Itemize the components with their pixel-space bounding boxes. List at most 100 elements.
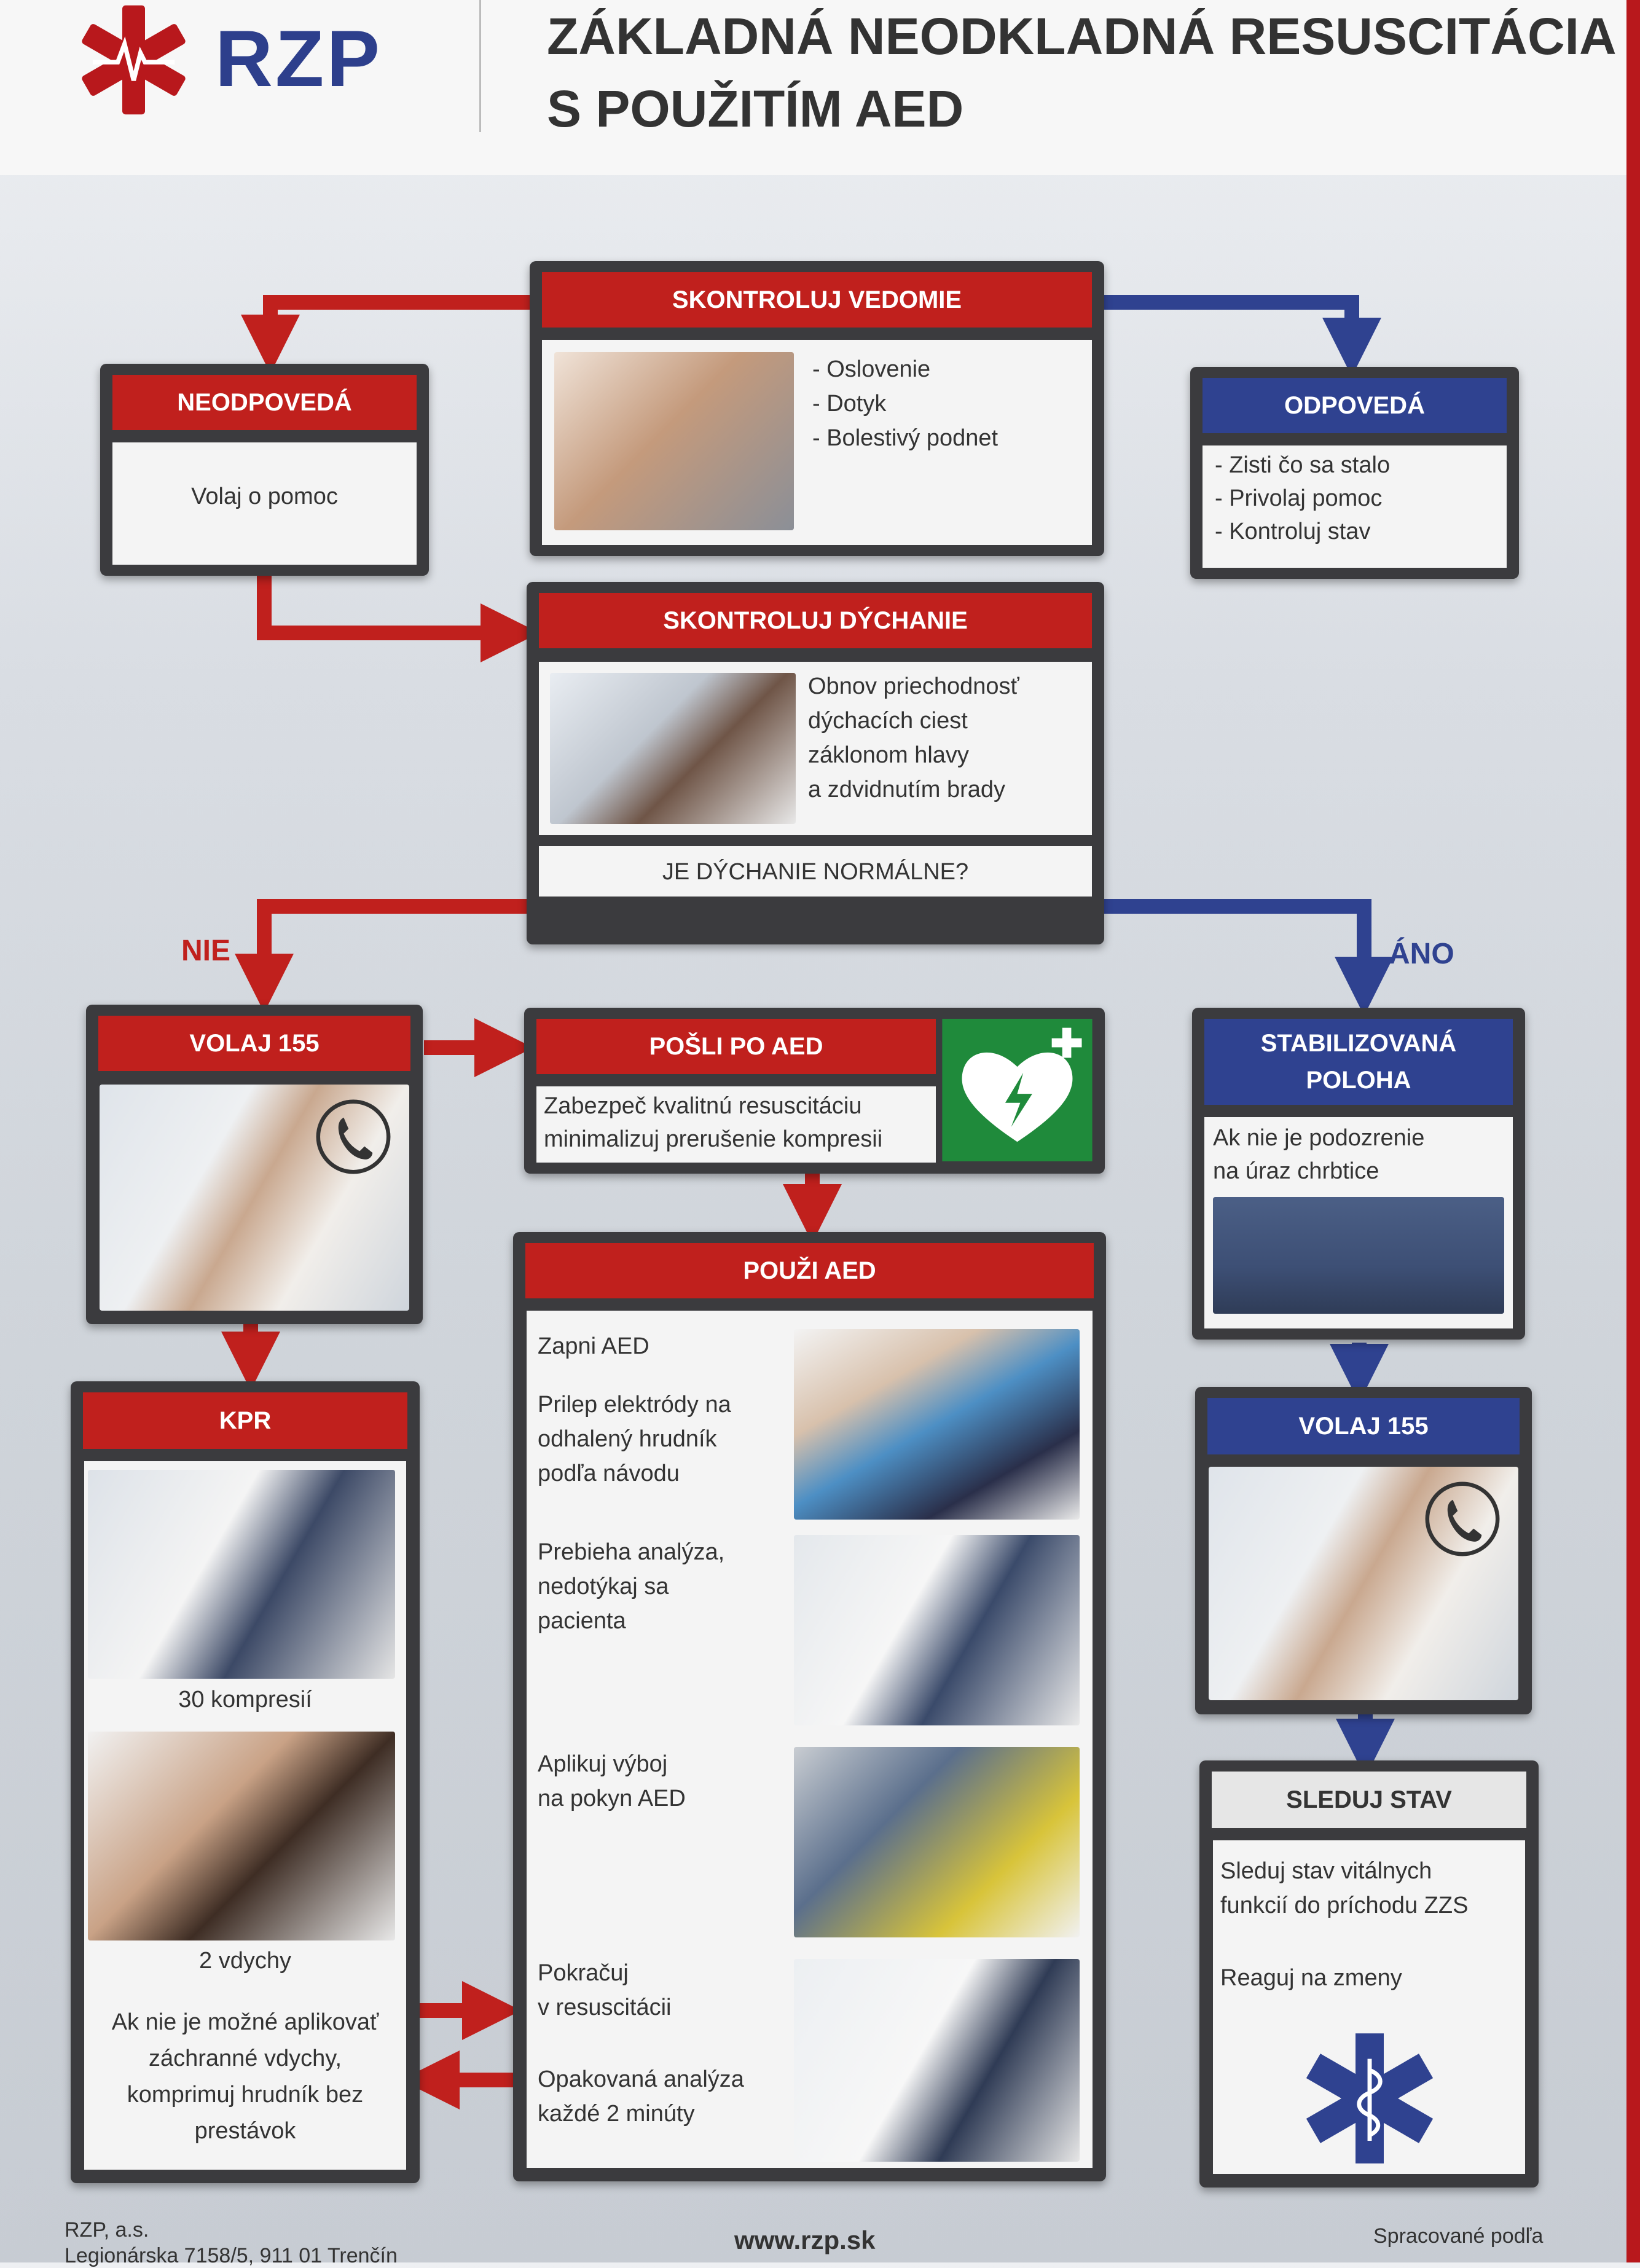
recovery-line: na úraz chrbtice [1213,1158,1379,1184]
page-title: ZÁKLADNÁ NEODKLADNÁ RESUSCITÁCIA S POUŽI… [547,7,1617,138]
aed-step2: nedotýkaj sa [538,1574,669,1599]
footer-company: RZP, a.s. [65,2218,149,2242]
breathing-line: dýchacích ciest [808,708,968,734]
consciousness-item: - Bolestivý podnet [812,425,999,451]
electrode-photo [794,1329,1080,1520]
use-aed-title: POUŽI AED [525,1243,1094,1298]
edge-stripe [1626,0,1640,2262]
send-aed-pane: Zabezpeč kvalitnú resuscitáciu minimaliz… [536,1086,936,1163]
recovery-position-title: STABILIZOVANÁ POLOHA [1204,1019,1513,1105]
aed-step1-b: Prilep elektródy na [538,1392,731,1418]
cpr-note: záchranné vdychy, [148,2046,342,2071]
aed-step4-b: Opakovaná analýza [538,2066,744,2092]
shock-button-photo [794,1747,1080,1937]
monitor-line: Sleduj stav vitálnych [1220,1858,1432,1884]
monitor-line: funkcií do príchodu ZZS [1220,1893,1469,1918]
aed-step4-a: v resuscitácii [538,1995,672,2020]
cpr-pane: 30 kompresií 2 vdychy Ak nie je možné ap… [84,1461,406,2170]
check-consciousness-pane: - Oslovenie - Dotyk - Bolestivý podnet [542,340,1092,545]
consciousness-item: - Oslovenie [812,356,931,382]
aed-step1-a: Zapni AED [538,1333,649,1359]
aed-sign-icon [942,1019,1093,1161]
send-aed-line: Zabezpeč kvalitnú resuscitáciu [544,1093,862,1119]
responding-item: - Privolaj pomoc [1215,485,1383,511]
breathing-question-pane: JE DÝCHANIE NORMÁLNE? [539,846,1092,897]
cpr-compressions: 30 kompresií [178,1687,312,1713]
breathing-line: Obnov priechodnosť [808,673,1019,699]
check-breathing-pane: Obnov priechodnosť dýchacích ciest záklo… [539,662,1092,835]
recovery-line: Ak nie je podozrenie [1213,1125,1425,1151]
arrow-to-check-breathing [257,575,539,662]
check-breathing-title: SKONTROLUJ DÝCHANIE [539,593,1092,648]
phone-icon [1425,1481,1500,1556]
check-consciousness-box: SKONTROLUJ VEDOMIE - Oslovenie - Dotyk -… [530,261,1104,556]
footer-website[interactable]: www.rzp.sk [734,2226,876,2254]
not-responding-title: NEODPOVEDÁ [112,375,417,430]
responding-pane: - Zisti čo sa stalo - Privolaj pomoc - K… [1203,445,1507,568]
analysis-photo [794,1535,1080,1725]
responding-item: - Zisti čo sa stalo [1215,452,1391,478]
breathing-question: JE DÝCHANIE NORMÁLNE? [662,859,969,885]
aed-step2: Prebieha analýza, [538,1539,725,1565]
breathing-line: a zdvidnutím brady [808,777,1006,802]
header-divider [479,0,481,132]
footer-address: Legionárska 7158/5, 911 01 Trenčín [65,2244,398,2267]
footer-source: Spracované podľa [1373,2224,1544,2248]
call-155-left-box: VOLAJ 155 [86,1005,423,1324]
recovery-position-photo [1213,1197,1504,1314]
breathing-photo [550,673,796,824]
cpr-note: prestávok [194,2118,296,2144]
continue-cpr-photo [794,1959,1080,2162]
send-aed-title: POŠLI PO AED [536,1019,936,1074]
call-155-right-title: VOLAJ 155 [1207,1398,1520,1454]
use-aed-pane: Zapni AED Prilep elektródy na odhalený h… [527,1311,1093,2168]
rescue-breaths-photo [88,1732,395,1940]
not-responding-pane: Volaj o pomoc [112,442,417,565]
cpr-note: komprimuj hrudník bez [127,2082,364,2108]
consciousness-photo [554,352,794,530]
monitor-pane: Sleduj stav vitálnych funkcií do príchod… [1213,1840,1525,2174]
check-breathing-box: SKONTROLUJ DÝCHANIE Obnov priechodnosť d… [527,582,1104,944]
call-155-left-title: VOLAJ 155 [98,1016,410,1071]
label-yes: ÁNO [1389,938,1454,970]
logo-text: RZP [215,14,382,103]
aed-step3: Aplikuj výboj [538,1751,668,1777]
phone-call-photo [100,1085,409,1311]
phone-icon [316,1099,391,1174]
not-responding-box: NEODPOVEDÁ Volaj o pomoc [100,364,429,576]
recovery-position-pane: Ak nie je podozrenie na úraz chrbtice [1204,1117,1513,1328]
send-aed-box: POŠLI PO AED Zabezpeč kvalitnú resuscitá… [524,1008,1105,1174]
aed-step2: pacienta [538,1608,626,1634]
rzp-logo-star-icon [82,5,186,115]
phone-call-photo-right [1209,1467,1518,1700]
monitor-box: SLEDUJ STAV Sleduj stav vitálnych funkci… [1199,1760,1539,2188]
aed-step1-b: odhalený hrudník [538,1426,717,1452]
cpr-breaths: 2 vdychy [199,1948,291,1974]
page-header [0,0,1640,175]
call-155-right-box: VOLAJ 155 [1195,1387,1532,1714]
arrow-to-recovery-position [1103,899,1394,1016]
arrow-to-responding [1103,295,1381,377]
not-responding-text: Volaj o pomoc [191,484,338,509]
use-aed-box: POUŽI AED Zapni AED Prilep elektródy na … [513,1232,1106,2181]
aed-step4-a: Pokračuj [538,1960,629,1986]
cpr-note: Ak nie je možné aplikovať [111,2009,379,2035]
responding-box: ODPOVEDÁ - Zisti čo sa stalo - Privolaj … [1190,367,1519,579]
aed-step4-b: každé 2 minúty [538,2101,695,2127]
monitor-react: Reaguj na zmeny [1220,1965,1402,1991]
aed-step1-b: podľa návodu [538,1461,680,1486]
star-of-life-icon [1306,2033,1434,2164]
arrow-to-not-responding [241,295,532,374]
consciousness-item: - Dotyk [812,391,887,417]
monitor-title: SLEDUJ STAV [1212,1772,1526,1828]
label-no: NIE [181,935,231,967]
send-aed-line: minimalizuj prerušenie kompresii [544,1126,883,1152]
compressions-photo [88,1470,395,1679]
aed-step3: na pokyn AED [538,1786,686,1811]
responding-title: ODPOVEDÁ [1203,378,1507,433]
recovery-position-box: STABILIZOVANÁ POLOHA Ak nie je podozreni… [1192,1008,1525,1340]
responding-item: - Kontroluj stav [1215,519,1371,544]
arrow-to-call-155-left [235,899,528,1013]
breathing-line: záklonom hlavy [808,742,969,768]
